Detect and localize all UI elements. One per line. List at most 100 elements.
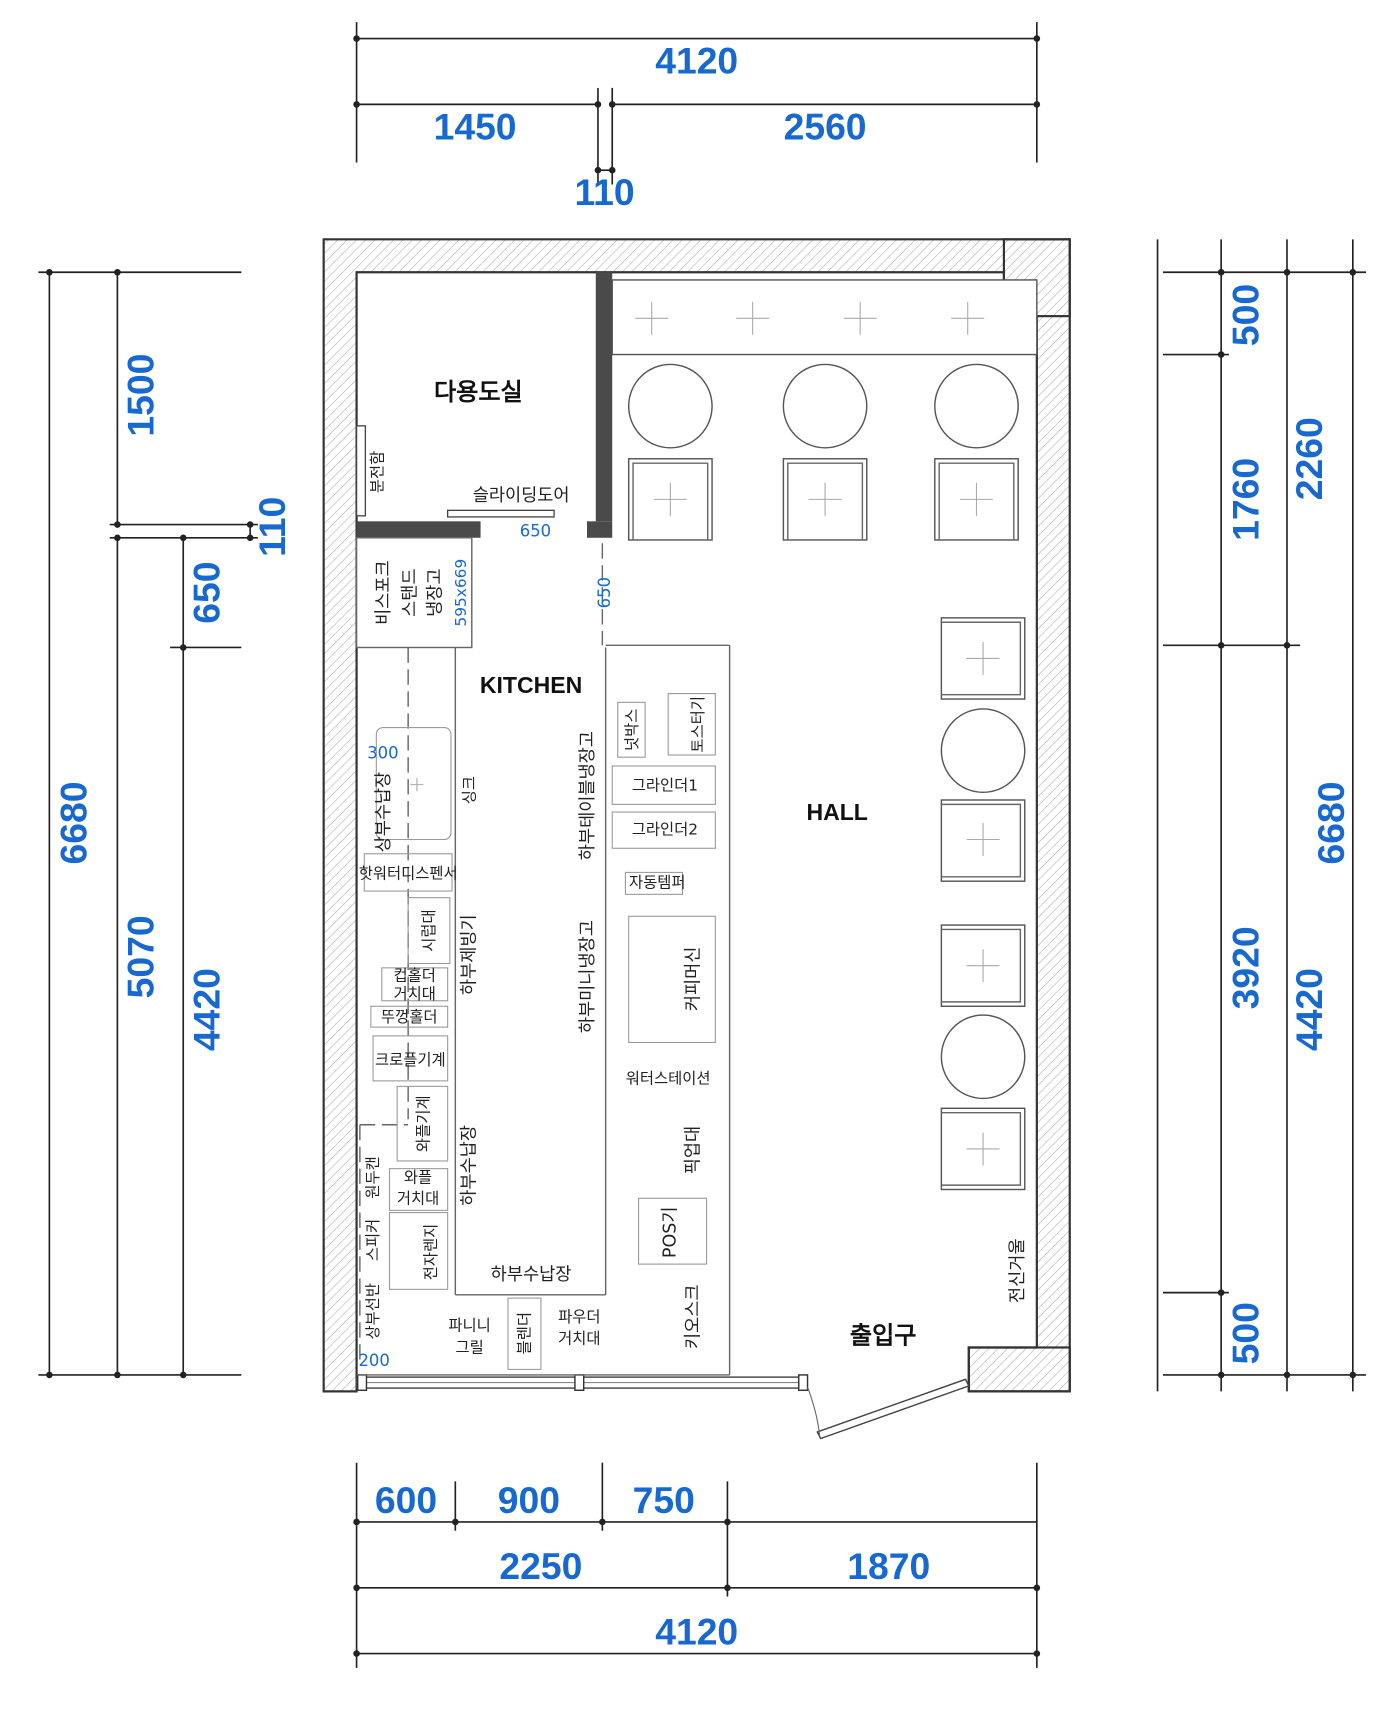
door-leaf — [816, 1378, 970, 1440]
lid-holder — [370, 1005, 449, 1028]
dimension-dot — [1217, 642, 1225, 649]
dim-right-entrance: 500 — [1224, 1302, 1266, 1364]
chair — [782, 458, 868, 541]
toaster — [667, 693, 716, 756]
label-lid-holder: 뚜껑홀더 — [381, 1008, 438, 1026]
label-auto-tamper: 자동템퍼 — [629, 873, 686, 891]
dim-bottom-counter-right: 750 — [633, 1479, 695, 1521]
round-table — [627, 363, 713, 449]
dimension-dot — [1217, 351, 1225, 358]
chair-mark — [966, 949, 1000, 983]
dimension-dots-right — [1217, 268, 1357, 1379]
croffle-machine — [372, 1035, 449, 1082]
bench-seat-mark — [843, 301, 877, 335]
bench-seat-mark — [736, 301, 770, 335]
label-lower-storage-side: 하부수납장 — [460, 1125, 480, 1206]
chair-back — [632, 462, 709, 540]
hall-bench — [611, 279, 1038, 356]
dim-door-width: 650 — [520, 522, 551, 541]
dimension-dot — [1033, 35, 1041, 42]
dimension-dot — [353, 101, 360, 108]
label-powder-line-1: 파우더 — [558, 1308, 600, 1326]
label-upper-storage: 상부수납장 — [374, 772, 394, 853]
dimension-dot — [353, 1650, 360, 1657]
coffee-machine — [628, 915, 716, 1044]
dimension-dot — [1349, 268, 1357, 276]
dimension-dot — [179, 534, 187, 542]
label-pos: POS기 — [660, 1206, 680, 1258]
chair — [627, 458, 713, 541]
dimension-dots-bottom — [353, 1518, 1041, 1657]
label-grinder-1: 그라인더1 — [632, 777, 698, 795]
chair — [940, 799, 1026, 882]
label-fridge-line-3: 냉장고 — [426, 568, 446, 616]
dimension-dot — [724, 1518, 731, 1526]
label-ice-maker: 하부제빙기 — [460, 914, 480, 995]
wall-bench — [611, 279, 1038, 356]
dim-bottom-counter-left: 600 — [375, 1479, 437, 1521]
dim-shelf-gap: 200 — [358, 1351, 389, 1370]
label-syrup: 시럽대 — [420, 909, 438, 951]
dim-left-kitchen: 4420 — [185, 968, 227, 1051]
dim-bottom-kitchen: 2250 — [499, 1545, 582, 1587]
door-swing-arc — [807, 1386, 821, 1436]
dimension-dot — [1033, 101, 1041, 108]
dimension-dots-top — [353, 35, 1041, 174]
room-label-entrance: 출입구 — [850, 1321, 917, 1349]
bench-seat-mark — [951, 301, 985, 335]
dimension-dot — [114, 534, 121, 542]
label-sliding-door: 슬라이딩도어 — [473, 486, 570, 506]
round-table — [934, 363, 1019, 449]
dim-top-gap: 110 — [574, 171, 634, 213]
label-fridge-line-1: 비스포크 — [374, 560, 394, 625]
dimension-dot — [1349, 1371, 1357, 1379]
chair-back — [941, 928, 1022, 1003]
label-toaster: 토스터기 — [689, 696, 707, 753]
dimension-dot — [599, 1518, 606, 1526]
kitchen-equipment — [363, 693, 716, 1370]
dimension-dot — [179, 644, 187, 651]
round-table — [940, 1014, 1026, 1100]
dimension-dots-left — [46, 268, 254, 1379]
label-cup-holder-line-2: 거치대 — [394, 985, 436, 1003]
waffle-stand — [388, 1168, 449, 1211]
dim-passage: 650 — [595, 577, 614, 608]
chair-mark — [966, 642, 1000, 675]
auto-tamper — [624, 871, 683, 895]
label-lower-storage-front: 하부수납장 — [491, 1265, 572, 1285]
sink-drain — [410, 778, 424, 792]
label-sink: 싱크 — [461, 776, 479, 804]
chair-back — [941, 621, 1022, 696]
dim-left-gap: 110 — [251, 497, 293, 557]
dim-right-hall: 3920 — [1224, 926, 1266, 1009]
cup-holder — [381, 967, 449, 1002]
dim-left-total: 6680 — [53, 782, 95, 865]
label-coffee-machine: 커피머신 — [683, 947, 703, 1012]
dimension-dot — [594, 101, 602, 108]
partition-wall-horizontal — [356, 521, 481, 538]
dimension-dot — [724, 1584, 731, 1592]
dimension-labels-left: 6680 1500 5070 110 650 4420 — [53, 354, 294, 1051]
partition-wall-stub — [586, 521, 613, 538]
dim-bottom-hall: 1870 — [847, 1545, 930, 1587]
dimension-dot — [594, 166, 602, 174]
dimension-dot — [452, 1518, 459, 1526]
dimension-dot — [46, 268, 53, 276]
label-hot-water: 핫워터디스펜서 — [359, 865, 458, 883]
dimension-dot — [1217, 268, 1225, 276]
dimension-dot — [1033, 1650, 1041, 1657]
room-label-utility: 다용도실 — [434, 378, 523, 406]
microwave — [388, 1211, 449, 1290]
dimension-dot — [46, 1371, 53, 1379]
chair — [940, 1107, 1026, 1191]
window-post — [798, 1374, 809, 1391]
dim-bottom-total: 4120 — [655, 1611, 738, 1653]
label-panini-line-1: 파니니 — [448, 1317, 490, 1335]
hall-seating-right — [940, 617, 1026, 1191]
grinder-2 — [611, 811, 716, 849]
dimension-dot — [246, 534, 254, 542]
front-window — [355, 1374, 809, 1391]
chair-back — [938, 462, 1015, 540]
waffle-machine — [396, 1085, 449, 1162]
chair-mark — [808, 482, 842, 516]
